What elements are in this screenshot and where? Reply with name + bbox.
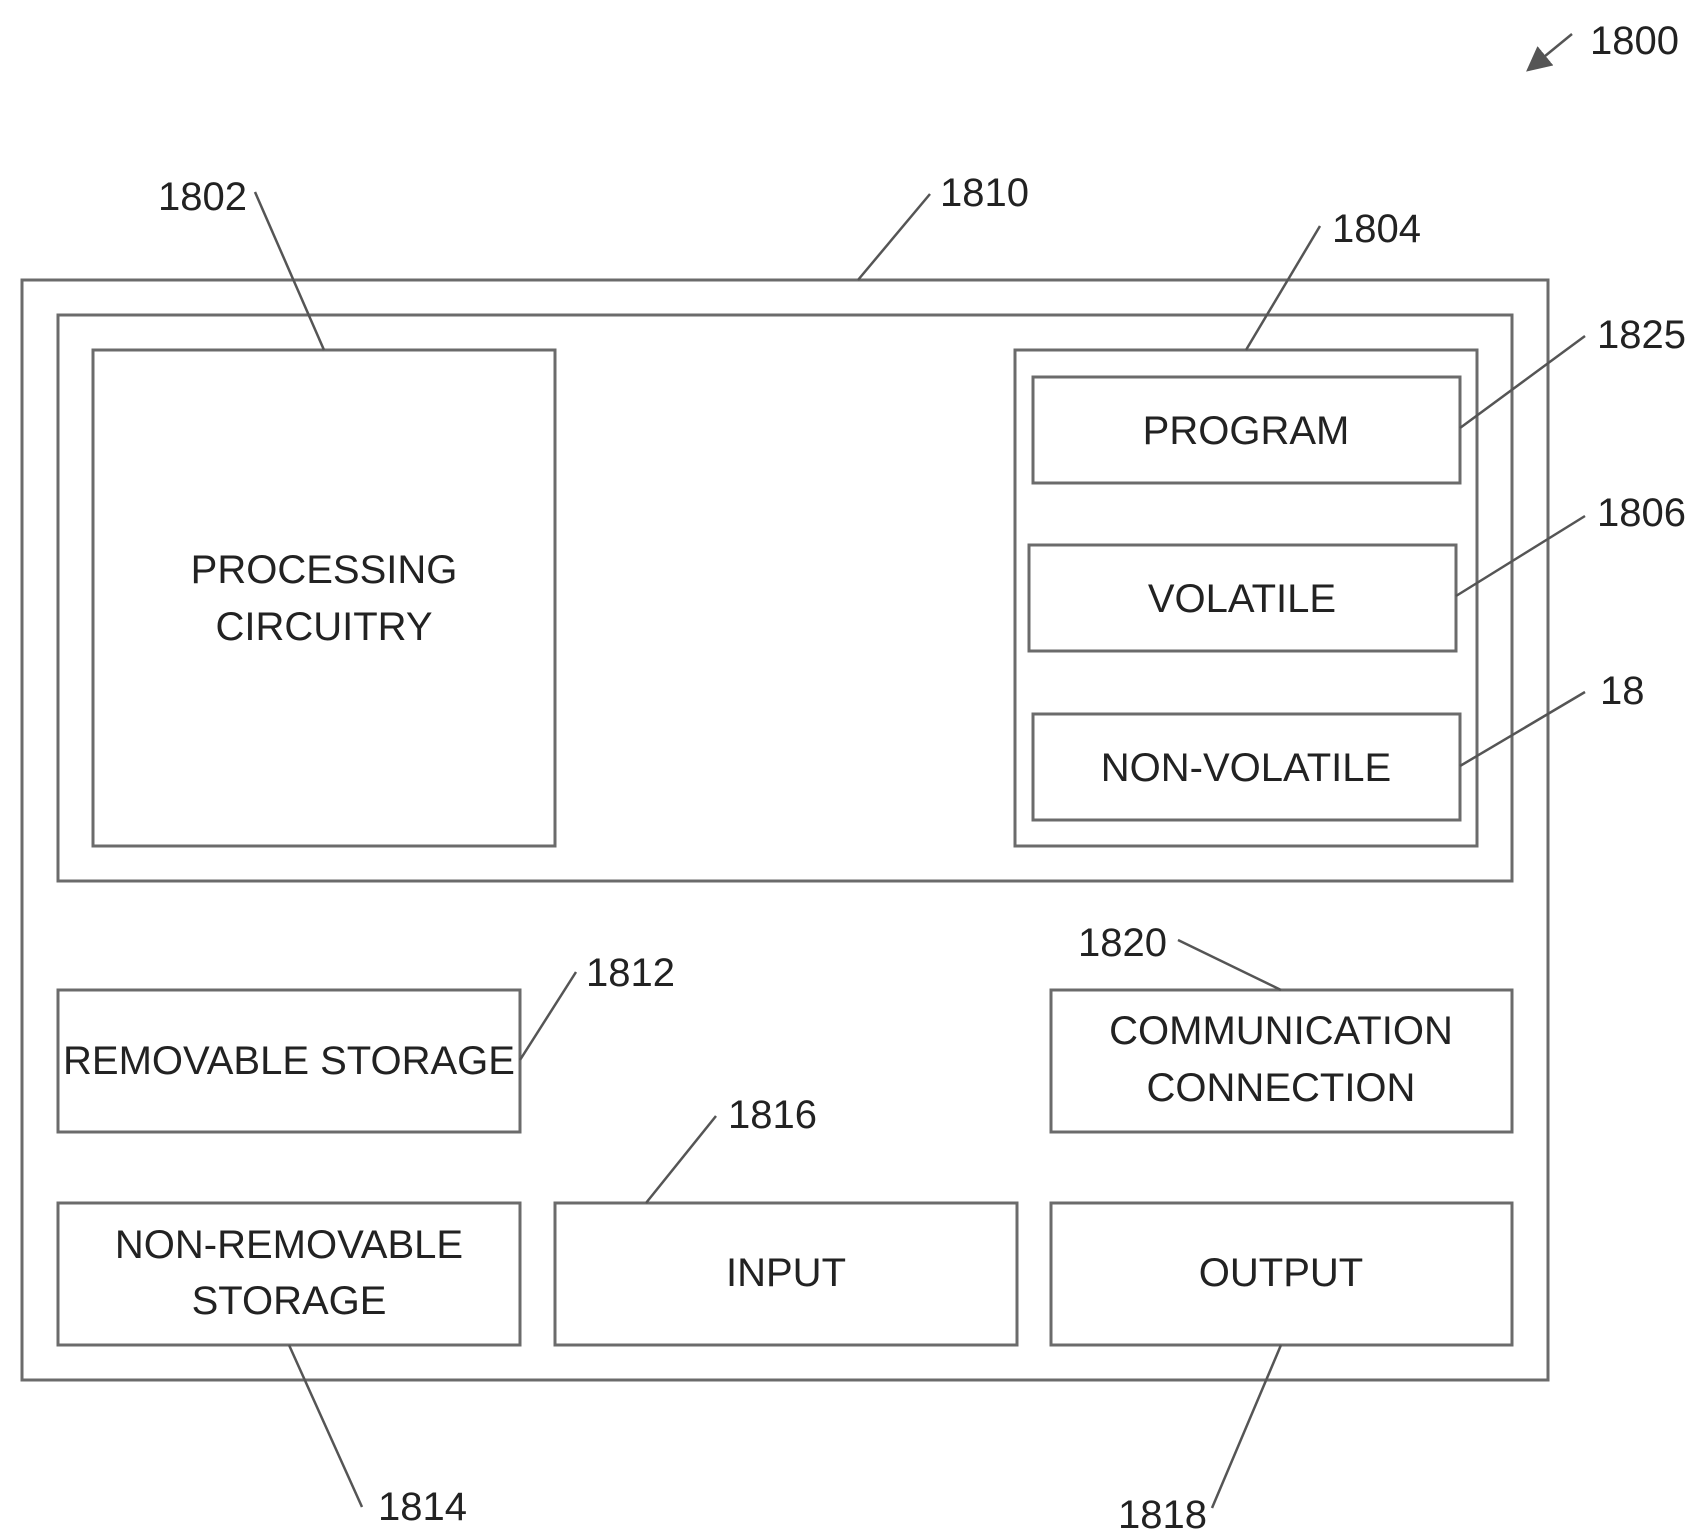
leader-1804 — [1244, 225, 1322, 351]
ref-1816: 1816 — [728, 1093, 817, 1137]
leader-1812 — [518, 971, 578, 1061]
output-box — [1049, 1201, 1514, 1347]
processing-circuitry-box — [91, 348, 557, 848]
nonvolatile-box — [1031, 712, 1462, 822]
ref-1818: 1818 — [1118, 1493, 1207, 1537]
ref-18: 18 — [1600, 669, 1645, 713]
processing-label-line2: CIRCUITRY — [215, 605, 432, 649]
leader-1816 — [645, 1115, 717, 1204]
ref-1804: 1804 — [1332, 207, 1421, 251]
ref-1812: 1812 — [586, 951, 675, 995]
output-label: OUTPUT — [1199, 1251, 1363, 1295]
ref-1806: 1806 — [1597, 491, 1686, 535]
nonvolatile-label: NON-VOLATILE — [1101, 746, 1391, 790]
input-label: INPUT — [726, 1251, 846, 1295]
communication-label-line2: CONNECTION — [1147, 1066, 1416, 1110]
communication-label-line1: COMMUNICATION — [1109, 1009, 1453, 1053]
leader-1818 — [1210, 1344, 1283, 1509]
ref-1810: 1810 — [940, 171, 1029, 215]
processing-label-line1: PROCESSING — [191, 548, 458, 592]
volatile-label: VOLATILE — [1148, 577, 1336, 621]
ref-1802: 1802 — [158, 175, 247, 219]
removable-storage-box — [56, 988, 522, 1134]
program-label: PROGRAM — [1143, 409, 1350, 453]
fig-ref-1800: 1800 — [1590, 19, 1679, 63]
leader-18 — [1459, 690, 1586, 768]
leader-1825 — [1459, 334, 1586, 430]
leader-1806 — [1455, 514, 1586, 598]
leader-1802 — [253, 191, 326, 351]
removable-storage-label: REMOVABLE STORAGE — [63, 1039, 515, 1083]
fig-arrow — [1526, 33, 1573, 72]
leader-1820 — [1177, 938, 1282, 992]
leader-1810 — [857, 193, 931, 281]
input-box — [553, 1201, 1019, 1347]
nonremovable-label-line1: NON-REMOVABLE — [115, 1223, 463, 1267]
ref-1820: 1820 — [1078, 921, 1167, 965]
nonremovable-label-line2: STORAGE — [192, 1279, 387, 1323]
leader-1814 — [287, 1344, 364, 1508]
program-box — [1031, 375, 1462, 485]
ref-1825: 1825 — [1597, 313, 1686, 357]
ref-1814: 1814 — [378, 1485, 467, 1529]
communication-connection-box — [1049, 988, 1514, 1134]
volatile-box — [1027, 543, 1458, 653]
